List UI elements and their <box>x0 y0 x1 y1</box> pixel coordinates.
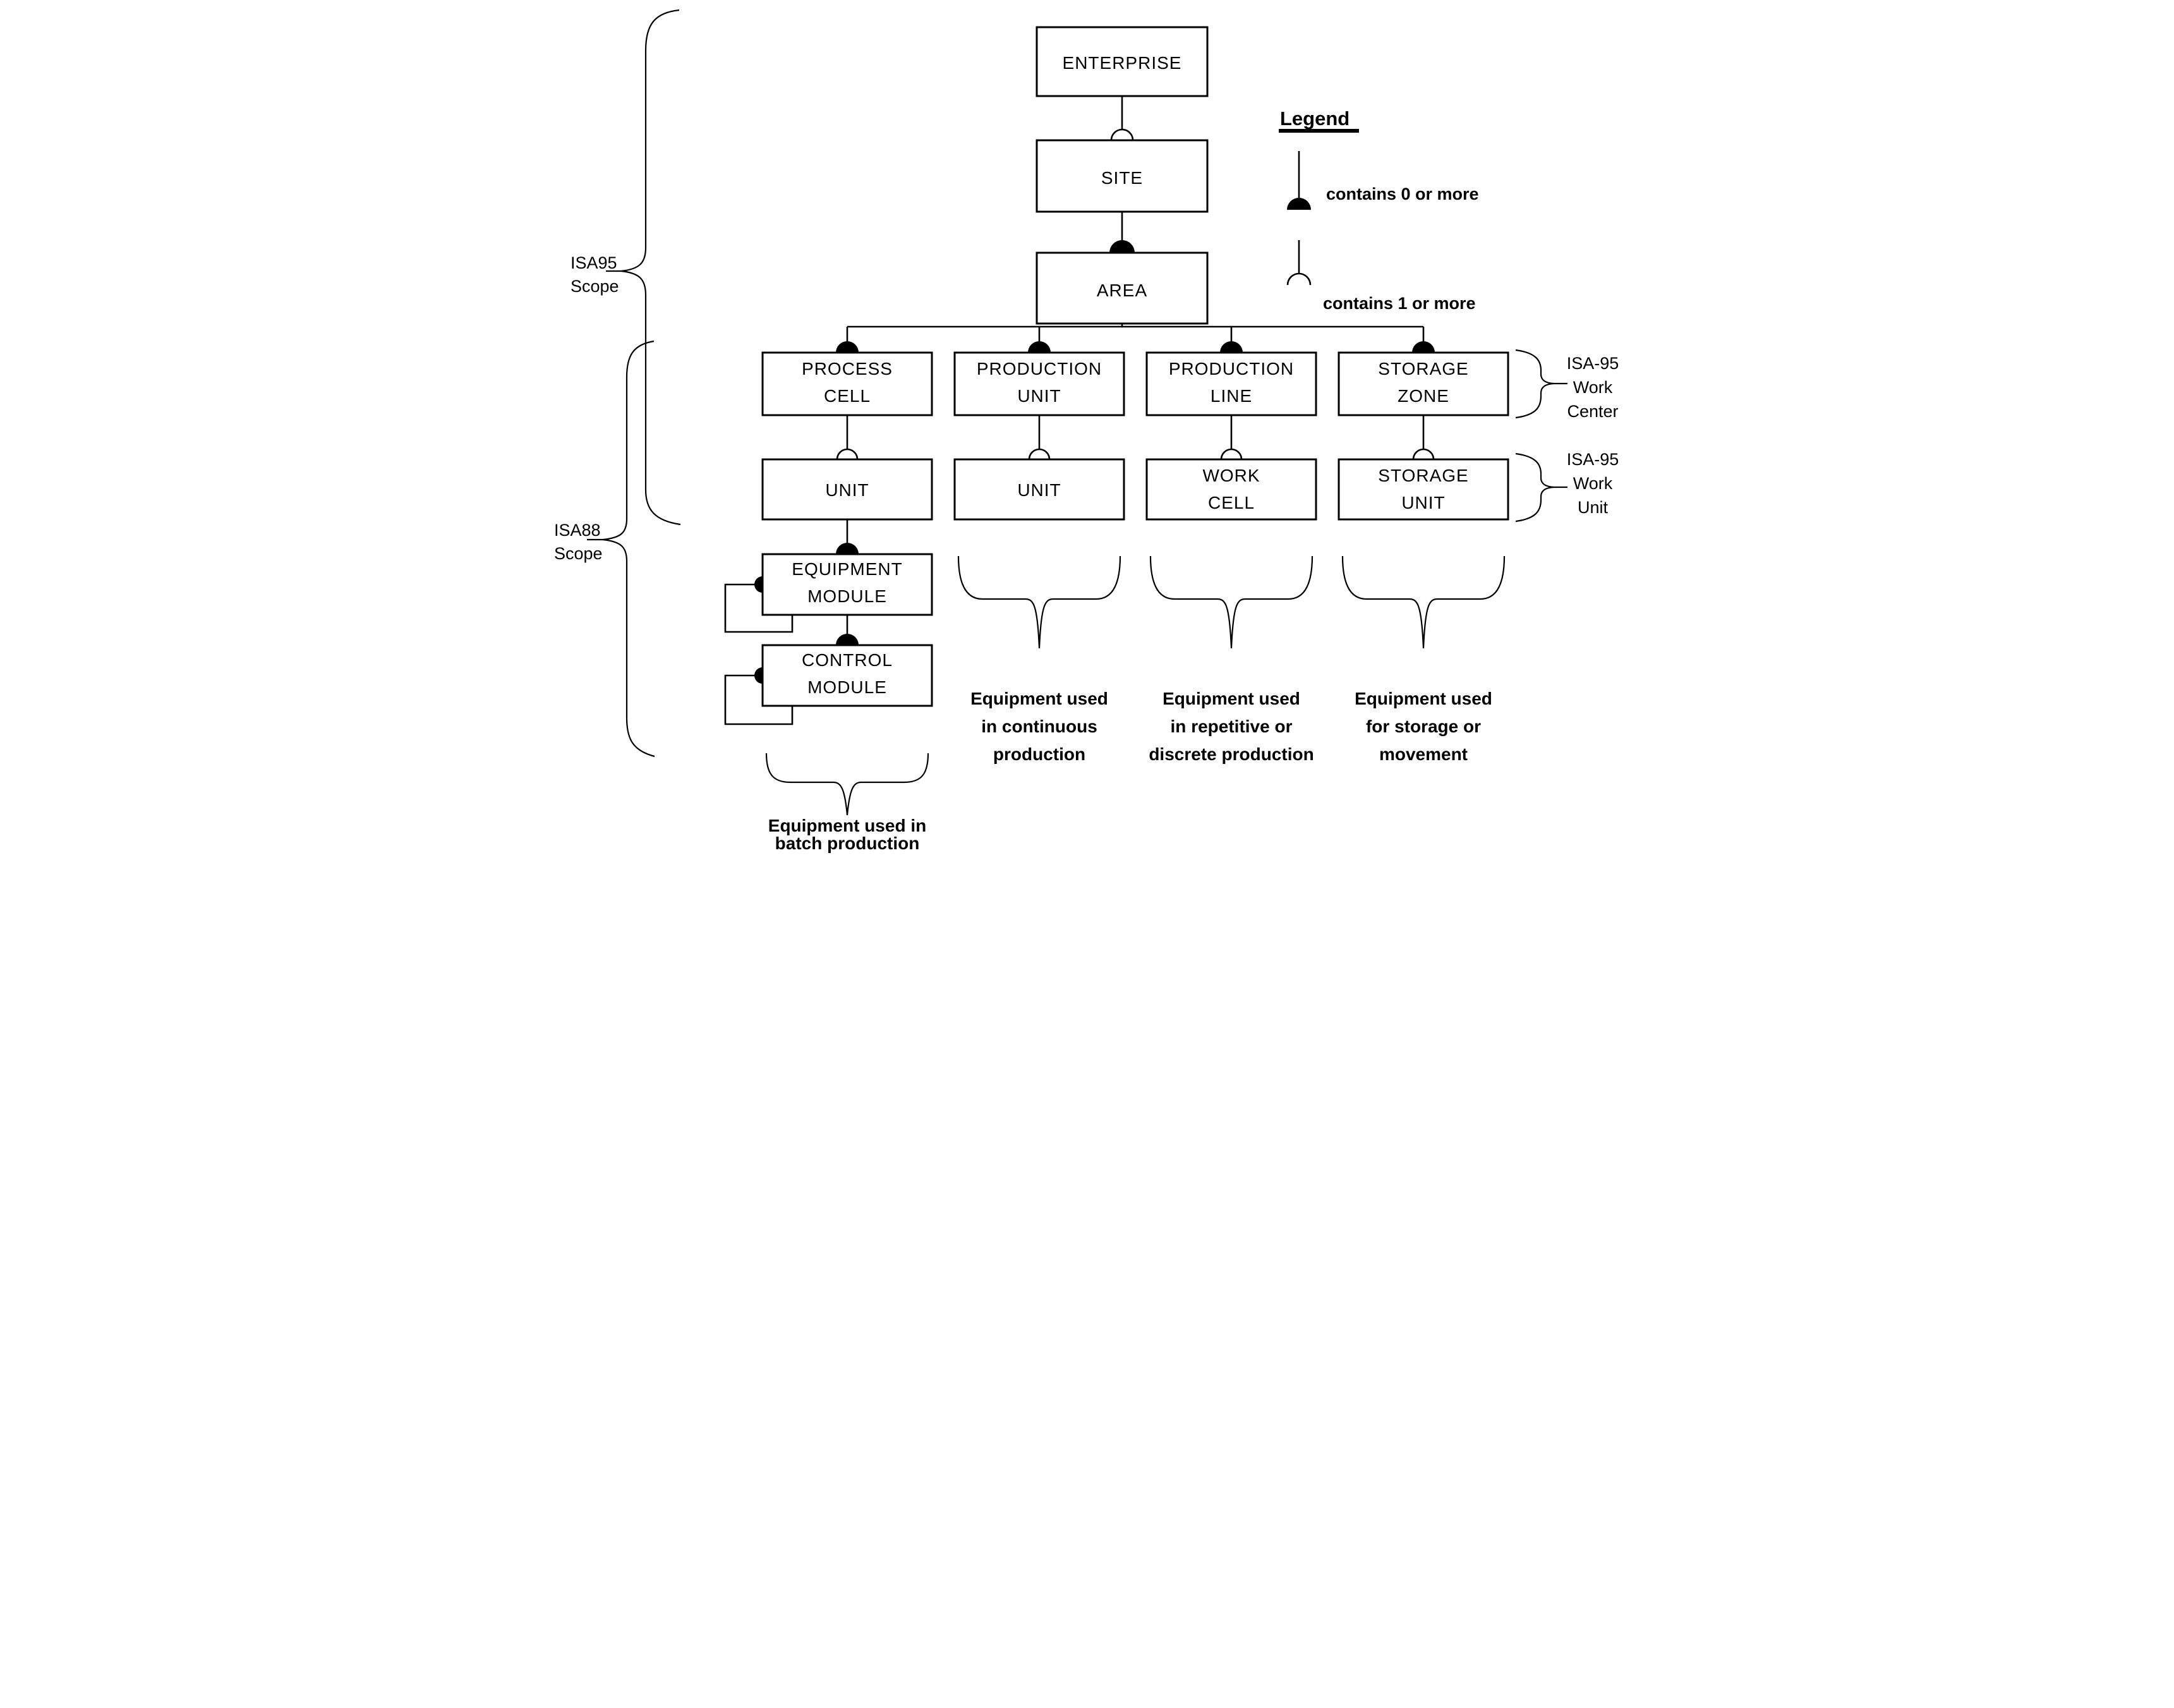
contains-0-or-more-icon <box>835 543 859 554</box>
batch-caption-brace <box>765 753 929 816</box>
storage-unit-label: STORAGE <box>1378 466 1468 485</box>
control-module-self-loop <box>724 674 793 725</box>
work-unit-label: Unit <box>1577 498 1608 517</box>
batch-caption: Equipment used in <box>768 816 926 835</box>
repetitive-caption: in repetitive or <box>1170 717 1292 736</box>
repetitive-caption: Equipment used <box>1162 689 1300 708</box>
unit-continuous-label: UNIT <box>1017 480 1061 500</box>
production-unit-box <box>953 351 1125 416</box>
site-label: SITE <box>1101 168 1142 188</box>
contains-0-or-more-icon <box>754 667 763 684</box>
contains-1-or-more-icon <box>1412 448 1434 460</box>
work-center-row: PROCESS CELL PRODUCTION UNIT PRODUCTION … <box>761 351 1509 416</box>
storage-unit-label: UNIT <box>1401 493 1445 512</box>
continuous-caption: production <box>993 744 1085 764</box>
row-connectors <box>836 415 1434 460</box>
batch-caption: batch production <box>775 833 919 853</box>
diagram-canvas: ENTERPRISE SITE AREA PROCESS CELL PRODUC… <box>554 9 1619 853</box>
unit-batch-label: UNIT <box>825 480 869 500</box>
repetitive-caption: discrete production <box>1149 744 1313 764</box>
isa88-scope-brace <box>602 340 655 758</box>
area-branch-junction <box>835 324 1435 353</box>
work-cell-label: WORK <box>1202 466 1260 485</box>
storage-zone-box <box>1338 351 1509 416</box>
work-cell-label: CELL <box>1207 493 1254 512</box>
isa88-scope-label: ISA88 <box>554 521 601 540</box>
isa88-scope-label: Scope <box>554 544 603 563</box>
work-unit-label: Work <box>1573 474 1612 493</box>
unit-continuous-box <box>953 458 1125 521</box>
control-module-label: MODULE <box>807 677 887 697</box>
contains-1-or-more-icon <box>1220 448 1242 460</box>
process-cell-label: PROCESS <box>802 359 893 379</box>
repetitive-caption-brace <box>1149 555 1313 649</box>
contains-1-or-more-icon <box>1286 272 1311 286</box>
legend: Legend contains 0 or more contains 1 or … <box>1278 107 1479 313</box>
legend-title-underline <box>1278 129 1359 133</box>
continuous-caption: Equipment used <box>970 689 1108 708</box>
scope-annotations: ISA95 Scope ISA88 Scope <box>554 9 680 758</box>
work-unit-label: ISA-95 <box>1566 450 1619 469</box>
equipment-module-label: EQUIPMENT <box>792 559 902 579</box>
production-unit-label: PRODUCTION <box>976 359 1101 379</box>
contains-0-or-more-icon <box>1286 198 1311 210</box>
isa95-scope-brace <box>620 9 680 526</box>
contains-0-or-more-icon <box>835 341 859 353</box>
storage-zone-label: ZONE <box>1398 386 1449 406</box>
main-chain: ENTERPRISE SITE AREA <box>1036 26 1208 325</box>
control-module-label: CONTROL <box>802 650 893 670</box>
control-module-box <box>761 644 933 707</box>
equipment-module-label: MODULE <box>807 586 887 606</box>
work-center-label: ISA-95 <box>1566 354 1619 373</box>
process-cell-label: CELL <box>823 386 870 406</box>
work-center-brace <box>1515 349 1554 419</box>
storage-unit-box <box>1338 458 1509 521</box>
isa-hierarchy-diagram: ENTERPRISE SITE AREA PROCESS CELL PRODUC… <box>543 0 1631 854</box>
storage-zone-label: STORAGE <box>1378 359 1468 379</box>
right-annotations: ISA-95 Work Center ISA-95 Work Unit <box>1515 349 1619 523</box>
contains-0-or-more-icon <box>1027 341 1051 353</box>
enterprise-box <box>1036 26 1208 97</box>
continuous-caption-brace <box>957 555 1121 649</box>
contains-1-or-more-icon <box>1110 128 1133 141</box>
contains-0-or-more-icon <box>1411 341 1435 353</box>
work-center-label: Work <box>1573 378 1612 397</box>
enterprise-label: ENTERPRISE <box>1062 53 1181 73</box>
storage-caption: for storage or <box>1365 717 1480 736</box>
isa95-scope-label: ISA95 <box>571 253 617 272</box>
legend-title: Legend <box>1280 107 1350 130</box>
batch-module-chain: EQUIPMENT MODULE CONTROL MODULE <box>724 519 933 725</box>
production-line-label: LINE <box>1210 386 1252 406</box>
work-cell-box <box>1145 458 1317 521</box>
equipment-module-self-loop <box>724 583 793 633</box>
legend-one-or-more-label: contains 1 or more <box>1323 294 1476 313</box>
process-cell-box <box>761 351 933 416</box>
area-label: AREA <box>1096 281 1147 300</box>
contains-0-or-more-icon <box>754 576 763 593</box>
storage-caption: movement <box>1379 744 1467 764</box>
work-unit-brace <box>1515 452 1554 523</box>
area-box <box>1036 251 1208 325</box>
contains-1-or-more-icon <box>836 448 858 460</box>
contains-0-or-more-icon <box>1219 341 1243 353</box>
production-unit-label: UNIT <box>1017 386 1061 406</box>
contains-0-or-more-icon <box>1109 240 1135 253</box>
work-center-label: Center <box>1567 402 1618 421</box>
unit-batch-box <box>761 458 933 521</box>
column-captions: Equipment used in batch production Equip… <box>765 555 1505 853</box>
continuous-caption: in continuous <box>981 717 1097 736</box>
storage-caption-brace <box>1341 555 1505 649</box>
storage-caption: Equipment used <box>1355 689 1492 708</box>
legend-zero-or-more-label: contains 0 or more <box>1326 185 1479 203</box>
contains-0-or-more-icon <box>835 634 859 645</box>
site-box <box>1036 139 1208 213</box>
contains-1-or-more-icon <box>1028 448 1050 460</box>
isa95-scope-label: Scope <box>571 277 619 296</box>
production-line-label: PRODUCTION <box>1168 359 1293 379</box>
production-line-box <box>1145 351 1317 416</box>
work-unit-row: UNIT UNIT WORK CELL STORAGE UNIT <box>761 458 1509 521</box>
